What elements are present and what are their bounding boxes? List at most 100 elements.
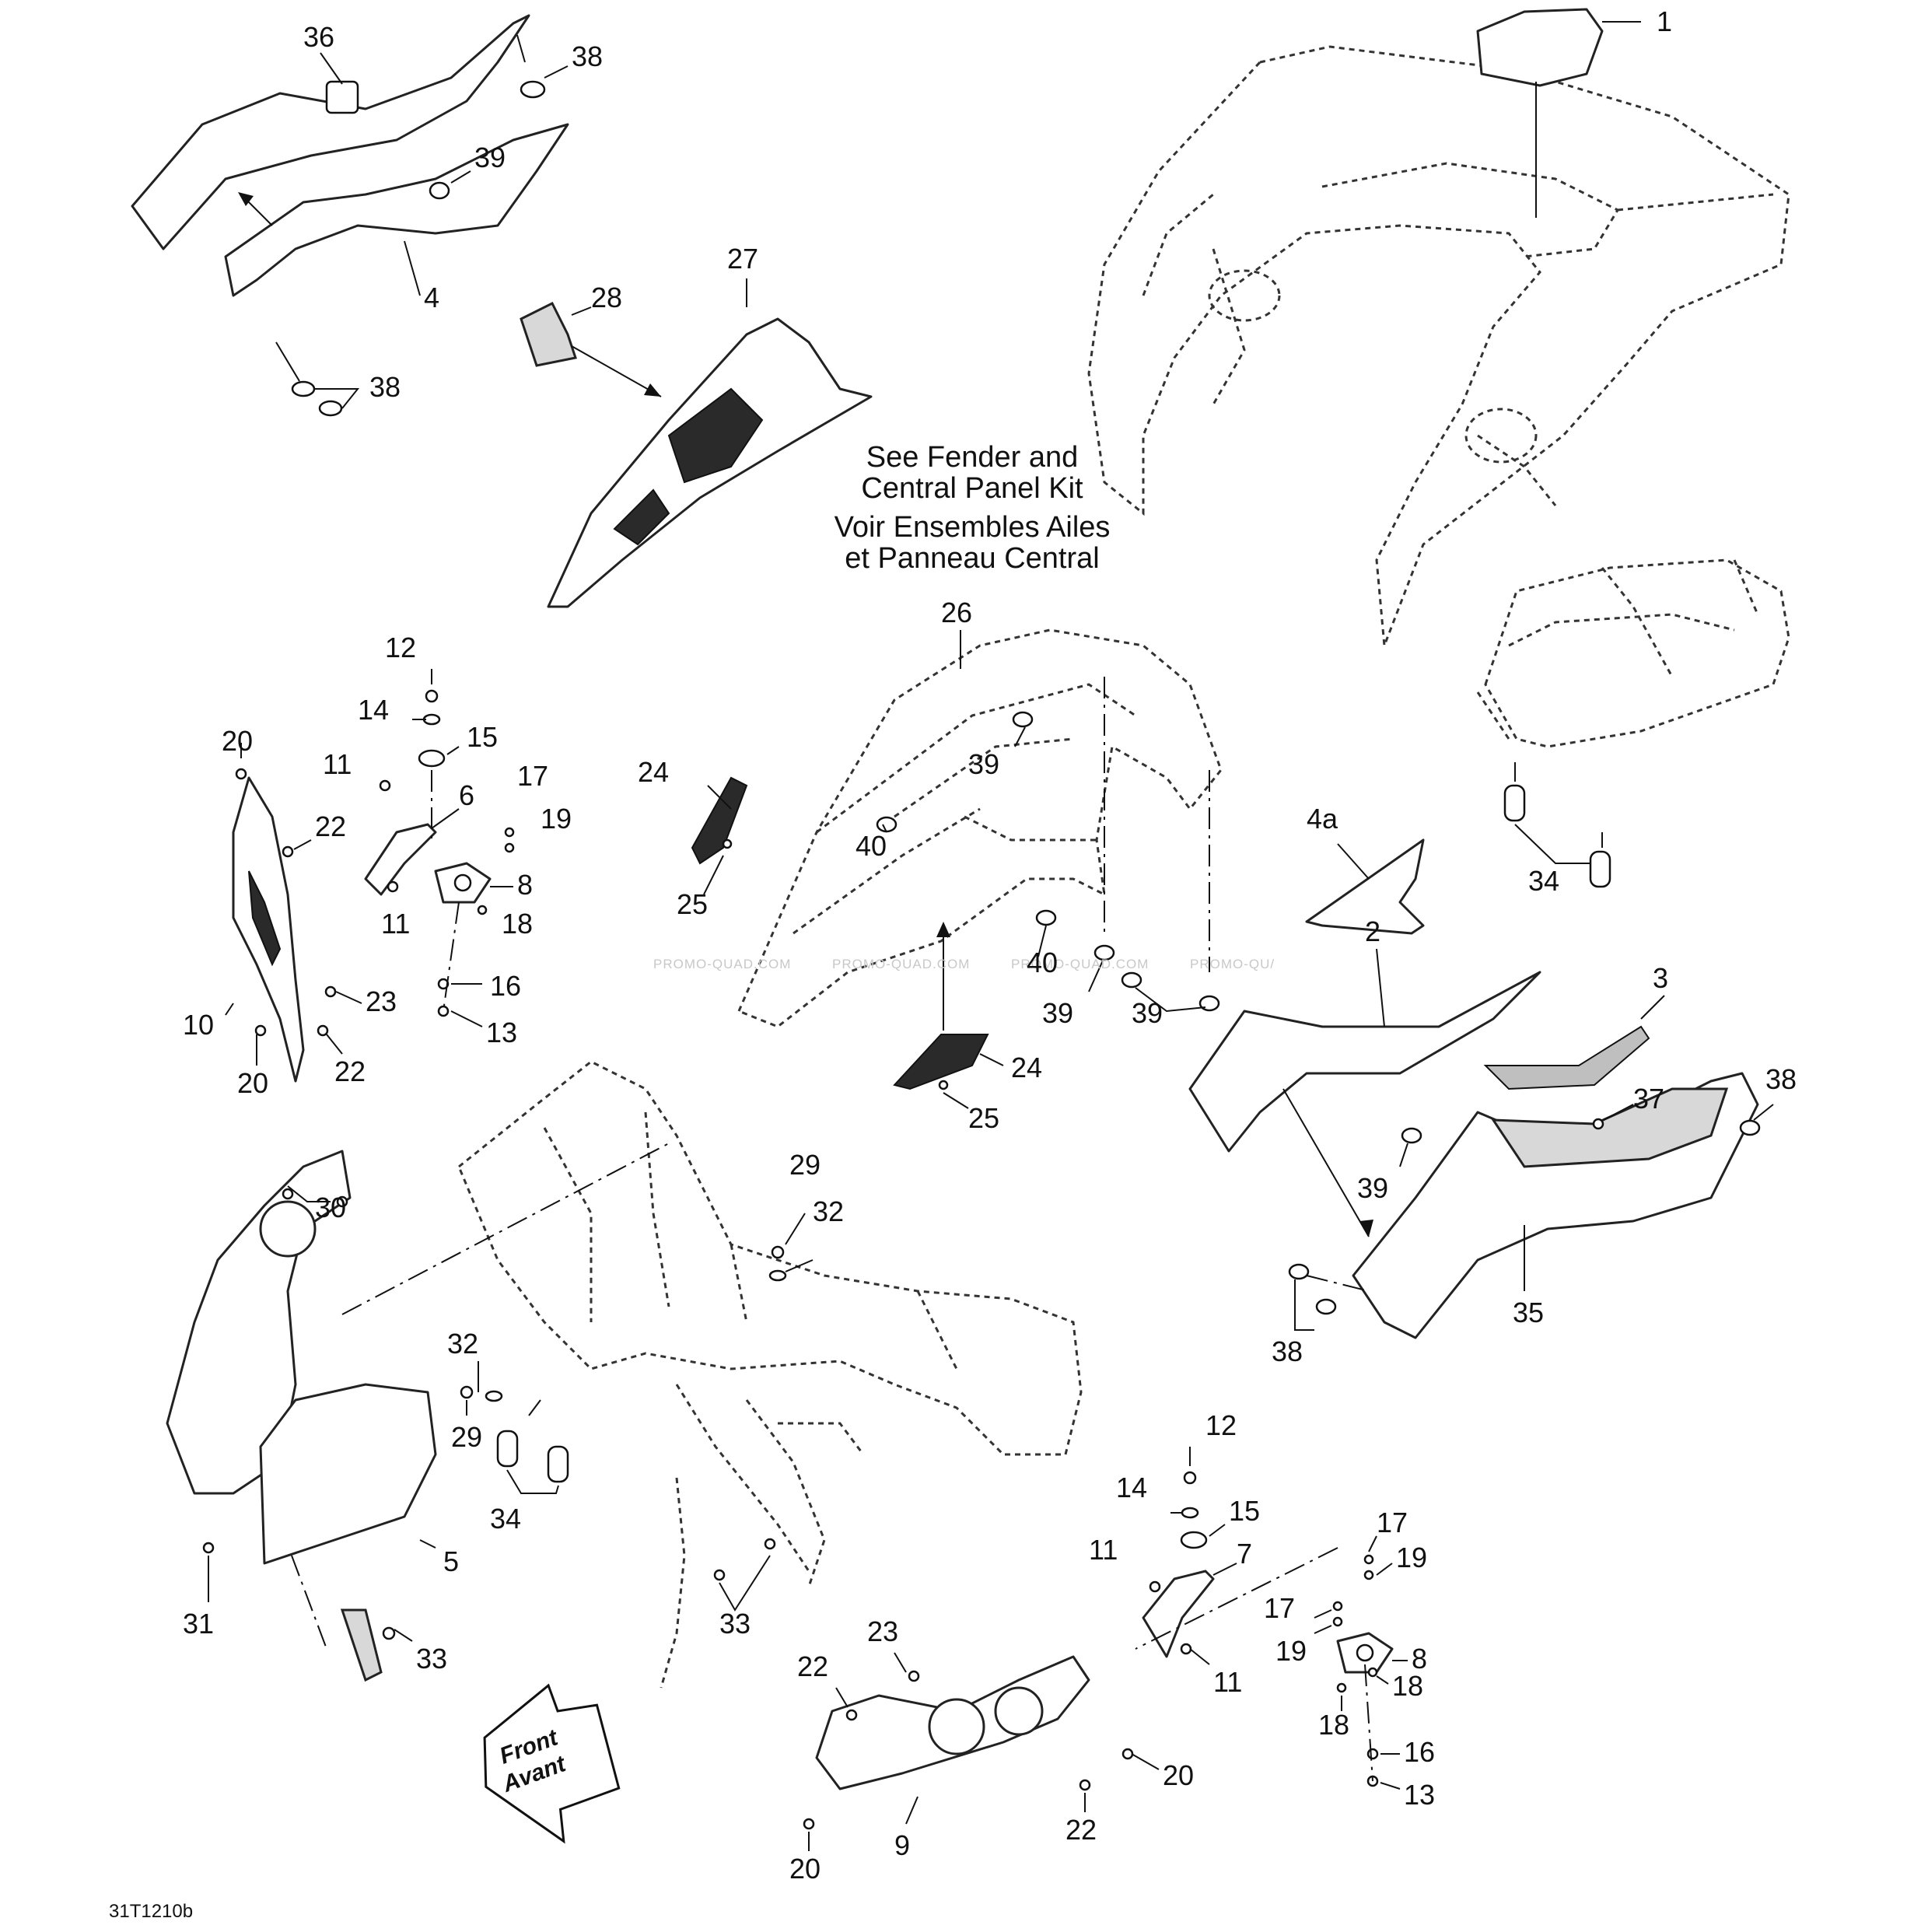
part-decal-1 <box>1476 8 1604 87</box>
bolt-11-d <box>1180 1643 1192 1655</box>
nut-13-a <box>437 1005 450 1017</box>
bolt-37 <box>1592 1118 1604 1130</box>
callout-24a: 24 <box>638 756 669 788</box>
grommet-38-c <box>318 400 343 417</box>
screw-20-b <box>254 1024 267 1037</box>
callout-34b: 34 <box>490 1503 521 1535</box>
grommet-38-e <box>1288 1263 1310 1280</box>
callout-18b: 18 <box>1392 1670 1423 1702</box>
bolt-18-a <box>477 905 488 915</box>
washer-15-b <box>1180 1531 1208 1549</box>
washer-32-b <box>485 1390 503 1402</box>
callout-15b: 15 <box>1229 1495 1260 1527</box>
callout-23b: 23 <box>867 1615 898 1647</box>
screw-25-b <box>938 1080 949 1090</box>
screw-31 <box>202 1542 215 1554</box>
grommet-34-c <box>496 1430 519 1468</box>
note-line-4: et Panneau Central <box>845 542 1099 575</box>
bolt-18-b <box>1367 1667 1378 1678</box>
callout-34a: 34 <box>1528 865 1559 897</box>
part-rear-fender <box>1087 45 1790 646</box>
screw-20-d <box>803 1818 815 1830</box>
bolt-29-a <box>771 1245 785 1259</box>
screw-17-c <box>1332 1601 1343 1612</box>
bolt-11-b <box>387 880 399 893</box>
washer-19-a <box>504 842 515 853</box>
callout-29b: 29 <box>451 1421 482 1453</box>
callout-14a: 14 <box>358 694 389 726</box>
callout-11a: 11 <box>323 748 352 780</box>
screw-30-a <box>282 1188 294 1200</box>
grommet-34-a <box>1503 784 1526 822</box>
part-front-bumper-5 <box>166 1150 352 1495</box>
callout-26: 26 <box>941 597 972 628</box>
callout-24b: 24 <box>1011 1052 1042 1083</box>
callout-20d: 20 <box>789 1853 821 1885</box>
screw-25-a <box>722 838 733 849</box>
grommet-39-f <box>1401 1127 1422 1144</box>
callout-38b: 38 <box>369 371 401 403</box>
screw-20-c <box>1121 1748 1134 1760</box>
callout-23a: 23 <box>366 985 397 1017</box>
callout-22d: 22 <box>1065 1814 1097 1846</box>
washer-15-a <box>418 749 446 768</box>
screw-30-b <box>336 1195 348 1208</box>
watermark-2: PROMO-QUAD.COM <box>832 957 970 971</box>
callout-2: 2 <box>1365 915 1380 947</box>
part-4 <box>224 123 569 297</box>
callout-3: 3 <box>1653 962 1668 994</box>
washer-19-c <box>1332 1616 1343 1627</box>
callout-38c: 38 <box>1765 1063 1797 1095</box>
grommet-38-b <box>291 380 316 397</box>
front-direction-arrow: Front Avant <box>483 1683 621 1844</box>
screw-17-b <box>1363 1554 1374 1565</box>
callout-8a: 8 <box>517 869 533 901</box>
bracket-7 <box>1142 1570 1215 1658</box>
nut-33-a <box>713 1569 726 1581</box>
part-rear-rack <box>1476 558 1790 748</box>
callout-33a: 33 <box>416 1643 447 1675</box>
screw-17-a <box>504 827 515 838</box>
part-4a <box>1305 838 1425 935</box>
callout-20b: 20 <box>237 1067 268 1099</box>
grommet-39-a <box>429 181 450 200</box>
callout-36: 36 <box>303 21 334 53</box>
washer-32-a <box>768 1269 787 1282</box>
bolt-12-a <box>425 689 439 703</box>
callout-32a: 32 <box>813 1195 844 1227</box>
callout-37: 37 <box>1633 1083 1664 1115</box>
callout-19a: 19 <box>541 803 572 835</box>
nut-22-d <box>1079 1779 1091 1791</box>
callout-29a: 29 <box>789 1149 821 1181</box>
callout-5: 5 <box>443 1545 459 1577</box>
grommet-39-d <box>1121 971 1142 989</box>
callout-11c: 11 <box>1089 1534 1118 1566</box>
callout-labels: 1 2 3 4 4a 5 6 7 8 8 9 10 11 11 11 11 12… <box>183 5 1797 1885</box>
note-line-2: Central Panel Kit <box>861 472 1083 505</box>
bolt-29-b <box>460 1385 474 1399</box>
part-3 <box>1483 1025 1650 1090</box>
nut-22-a <box>282 845 294 858</box>
note-line-3: Voir Ensembles Ailes <box>835 511 1111 544</box>
bolt-12-b <box>1183 1471 1197 1485</box>
callout-16b: 16 <box>1404 1736 1435 1768</box>
watermark-4: PROMO-QU/ <box>1190 957 1275 971</box>
callout-25b: 25 <box>968 1102 999 1134</box>
callout-7: 7 <box>1237 1538 1252 1570</box>
callout-12a: 12 <box>385 632 416 663</box>
nut-33-b <box>764 1538 776 1550</box>
callout-18a: 18 <box>502 908 533 940</box>
washer-14-b <box>1181 1507 1199 1519</box>
callout-28: 28 <box>591 282 622 313</box>
bolt-11-c <box>1149 1580 1161 1593</box>
callout-22c: 22 <box>797 1650 828 1682</box>
screw-23-a <box>324 985 337 998</box>
vent-24-a <box>691 776 748 865</box>
bolt-18-c <box>1336 1682 1347 1693</box>
callout-8b: 8 <box>1412 1643 1427 1675</box>
callout-1: 1 <box>1657 5 1672 37</box>
callout-27: 27 <box>727 243 758 275</box>
callout-39e: 39 <box>1357 1172 1388 1204</box>
screw-23-b <box>908 1670 920 1682</box>
